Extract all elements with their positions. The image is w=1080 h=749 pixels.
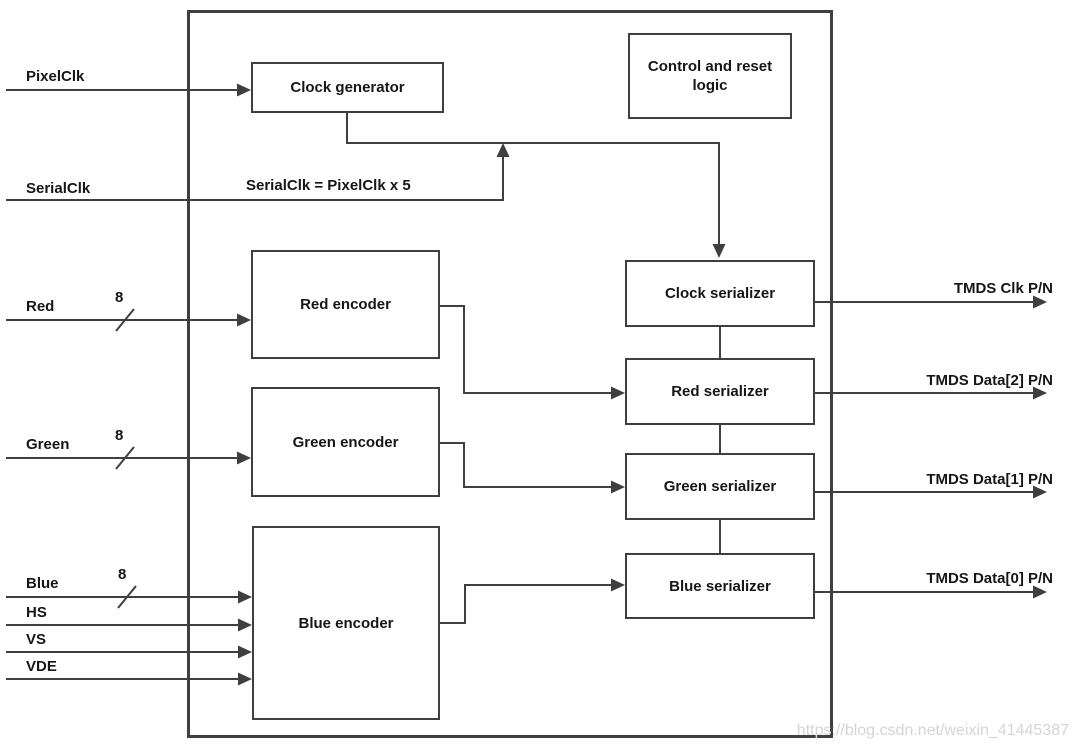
tmds-clk-arrowhead — [1033, 295, 1047, 309]
input-label-vde: VDE — [26, 658, 57, 675]
block-green-encoder-label: Green encoder — [292, 433, 399, 451]
input-label-hs: HS — [26, 604, 47, 621]
block-red-encoder-label: Red encoder — [300, 296, 391, 313]
block-control-reset-logic: Control and reset logic — [628, 33, 792, 119]
output-label-tmds-data0: TMDS Data[0] P/N — [926, 570, 1053, 587]
block-green-serializer-label: Green serializer — [663, 478, 777, 495]
block-clock-serializer: Clock serializer — [625, 260, 815, 327]
block-red-encoder: Red encoder — [251, 250, 440, 359]
output-label-tmds-data1: TMDS Data[1] P/N — [926, 471, 1053, 488]
blue-bus-slash — [117, 585, 137, 609]
csdn-watermark: https://blog.csdn.net/weixin_41445387 — [796, 722, 1069, 739]
input-label-serialclk: SerialClk — [26, 180, 91, 197]
block-blue-serializer-label: Blue serializer — [669, 577, 771, 595]
block-blue-encoder: Blue encoder — [252, 526, 440, 720]
input-label-blue: Blue — [26, 575, 59, 592]
block-control-reset-logic-label: Control and reset logic — [647, 58, 773, 94]
block-blue-serializer: Blue serializer — [625, 553, 815, 619]
bus-width-label-green: 8 — [115, 427, 124, 444]
input-label-pixelclk: PixelClk — [26, 68, 85, 85]
block-red-serializer-label: Red serializer — [671, 383, 769, 400]
input-label-vs: VS — [26, 631, 47, 648]
block-green-serializer: Green serializer — [625, 453, 815, 520]
output-label-tmds-data2: TMDS Data[2] P/N — [926, 372, 1053, 389]
input-label-green: Green — [26, 436, 70, 453]
serialclk-equation-label: SerialClk = PixelClk x 5 — [246, 177, 411, 194]
block-red-serializer: Red serializer — [625, 358, 815, 425]
block-clock-generator-label: Clock generator — [290, 79, 405, 96]
green-bus-slash — [115, 446, 135, 470]
red-bus-slash — [115, 308, 135, 332]
block-clock-generator: Clock generator — [251, 62, 444, 113]
outer-enclosure-box — [187, 10, 833, 738]
block-clock-serializer-label: Clock serializer — [664, 285, 776, 302]
bus-width-label-red: 8 — [115, 289, 124, 306]
bus-width-label-blue: 8 — [118, 566, 127, 583]
block-blue-encoder-label: Blue encoder — [298, 614, 394, 632]
output-label-tmds-clk: TMDS Clk P/N — [953, 280, 1053, 297]
input-label-red: Red — [26, 298, 55, 315]
tmds-data0-arrowhead — [1033, 585, 1047, 599]
block-green-encoder: Green encoder — [251, 387, 440, 497]
